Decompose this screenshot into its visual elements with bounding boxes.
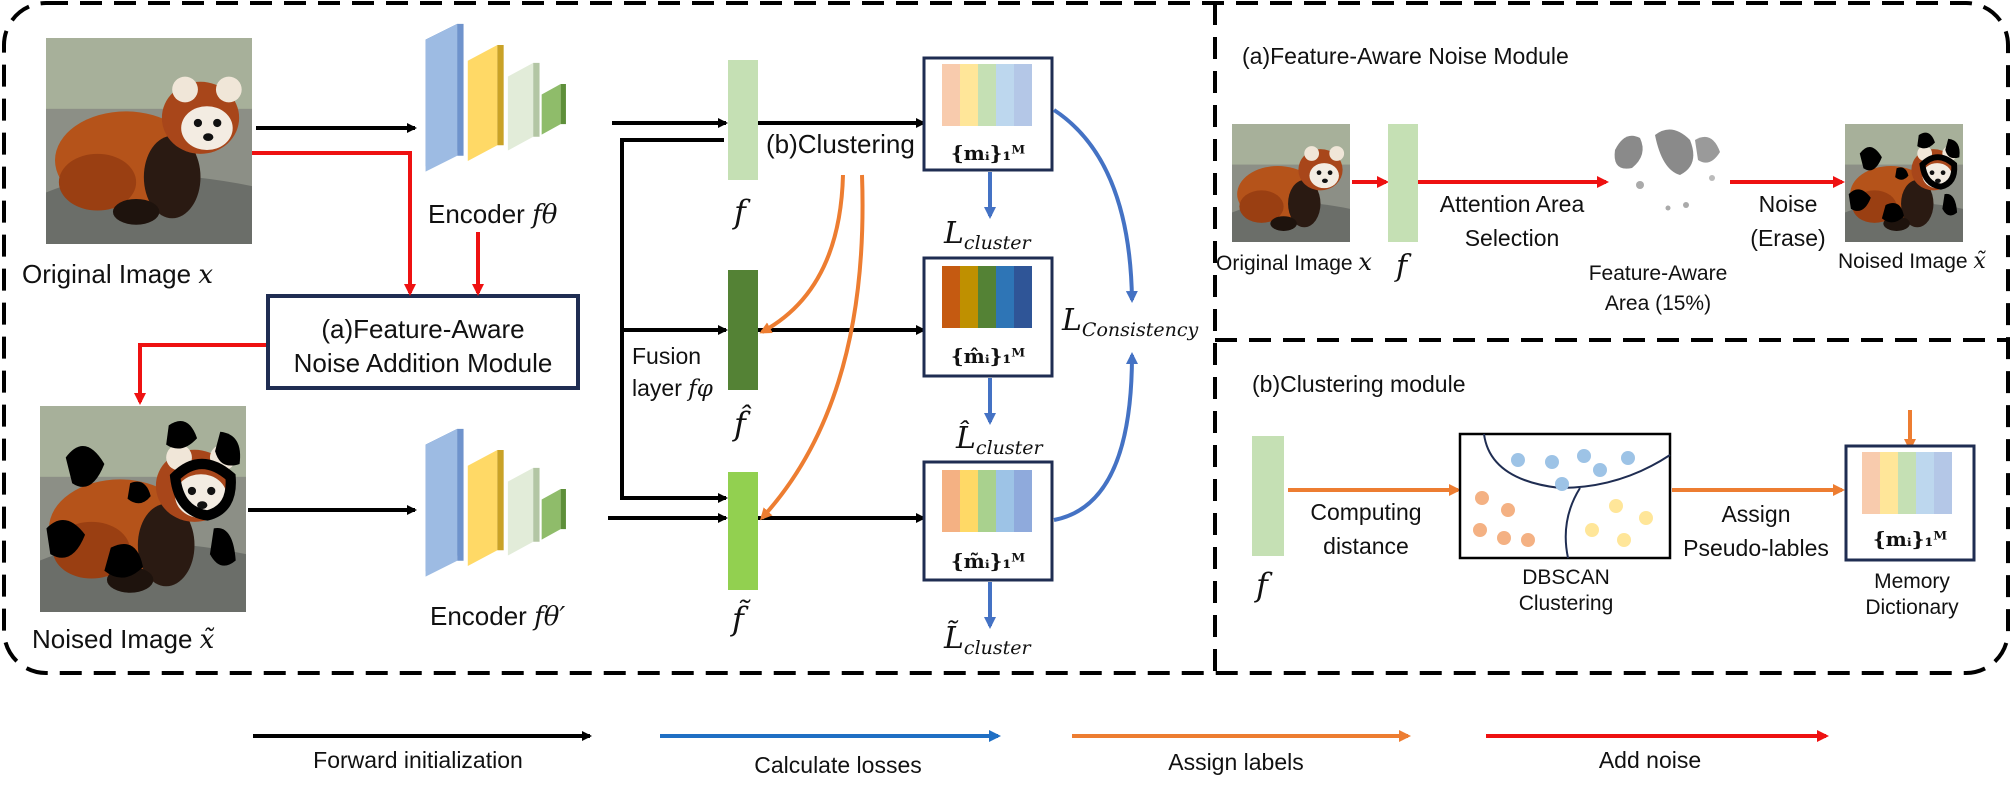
loss-cluster-label: Lcluster	[943, 216, 1033, 254]
orange-arrow-2	[759, 174, 865, 521]
rb-step1-line1: Computing	[1310, 499, 1421, 525]
rb-step2-line1: Assign	[1721, 501, 1790, 527]
original-image	[46, 38, 252, 244]
rt-feature-aware-area	[1614, 129, 1720, 211]
dbscan-line2: Clustering	[1519, 592, 1614, 615]
rb-step1-line2: distance	[1323, 533, 1409, 559]
orange-arrow-1	[759, 174, 845, 334]
clustering-label: (b)Clustering	[766, 129, 915, 159]
noise-module-line1: (a)Feature-Aware	[321, 314, 524, 344]
rt-area-line1: Feature-Aware	[1589, 262, 1728, 285]
red-arrow-image-to-module	[252, 151, 416, 296]
legend-label-losses: Calculate losses	[754, 752, 921, 778]
rt-original-label: Original Image x	[1216, 248, 1372, 276]
red-arrow-module-to-noised	[134, 343, 266, 405]
noise-module-line2: Noise Addition Module	[294, 348, 553, 378]
encoder-bottom	[425, 428, 566, 577]
original-image-label: Original Image x	[22, 259, 213, 290]
fusion-label-line1: Fusion	[632, 343, 701, 369]
loss-tilde-label: L̃cluster	[943, 621, 1033, 659]
rt-original-image	[1232, 124, 1350, 242]
rt-feature-label: f	[1394, 249, 1412, 284]
noised-image-label: Noised Image x̃	[32, 624, 215, 655]
rt-step2-line2: (Erase)	[1750, 225, 1825, 251]
memory-box-bottom	[922, 460, 1054, 582]
rb-memory-line1: Memory	[1874, 570, 1950, 593]
rt-step1-line2: Selection	[1465, 225, 1560, 251]
rb-feature-label: f	[1254, 566, 1273, 604]
noise-module-box	[266, 294, 580, 390]
rb-feature-bar	[1252, 436, 1284, 556]
rt-step2-line1: Noise	[1759, 191, 1818, 217]
feature-f-hat-label: f̂	[732, 404, 752, 443]
legend: Forward initialization Calculate losses …	[253, 730, 1829, 778]
fusion-bracket	[620, 138, 728, 503]
feature-f-tilde-label: f̃	[730, 600, 752, 638]
legend-label-forward: Forward initialization	[313, 747, 523, 773]
dbscan-box	[1458, 432, 1672, 560]
memory-box-top	[922, 56, 1054, 172]
memory-bottom-label: {m̃ᵢ}₁ᴹ	[951, 549, 1025, 573]
encoder-top-label: Encoder fθ	[428, 199, 558, 230]
rt-feature-bar	[1388, 124, 1418, 242]
rb-memory-box	[1844, 444, 1976, 562]
rt-noised-image	[1845, 124, 1963, 242]
noise-module-title: (a)Feature-Aware Noise Module	[1242, 43, 1569, 69]
rt-noised-label: Noised Image x̃	[1838, 249, 1986, 274]
memory-box-mid	[922, 256, 1054, 378]
memory-mid-label: {m̂ᵢ}₁ᴹ	[951, 344, 1025, 368]
encoder-top	[425, 23, 566, 172]
clustering-module-title: (b)Clustering module	[1252, 371, 1465, 397]
rt-step1-line1: Attention Area	[1440, 191, 1585, 217]
legend-label-noise: Add noise	[1599, 747, 1701, 773]
fusion-label-line2: layer fφ	[632, 375, 714, 402]
dbscan-line1: DBSCAN	[1522, 566, 1610, 589]
memory-top-label: {mᵢ}₁ᴹ	[951, 141, 1025, 165]
feature-f-hat	[728, 270, 758, 390]
rt-area-line2: Area (15%)	[1605, 292, 1711, 315]
blue-arrow-consistency-top	[1052, 108, 1138, 303]
blue-arrow-consistency-bottom	[1053, 352, 1138, 522]
feature-f-label: f	[732, 193, 751, 231]
loss-consistency-label: LConsistency	[1061, 303, 1198, 341]
encoder-bottom-label: Encoder fθ′	[430, 601, 565, 632]
rb-memory-var: {mᵢ}₁ᴹ	[1873, 527, 1947, 551]
loss-hat-label: L̂cluster	[955, 421, 1045, 459]
feature-f-tilde	[728, 472, 758, 590]
noised-image	[40, 406, 246, 612]
legend-label-labels: Assign labels	[1168, 749, 1304, 775]
rb-memory-line2: Dictionary	[1865, 596, 1959, 619]
rb-step2-line2: Pseudo-lables	[1683, 535, 1829, 561]
feature-f	[728, 60, 758, 180]
